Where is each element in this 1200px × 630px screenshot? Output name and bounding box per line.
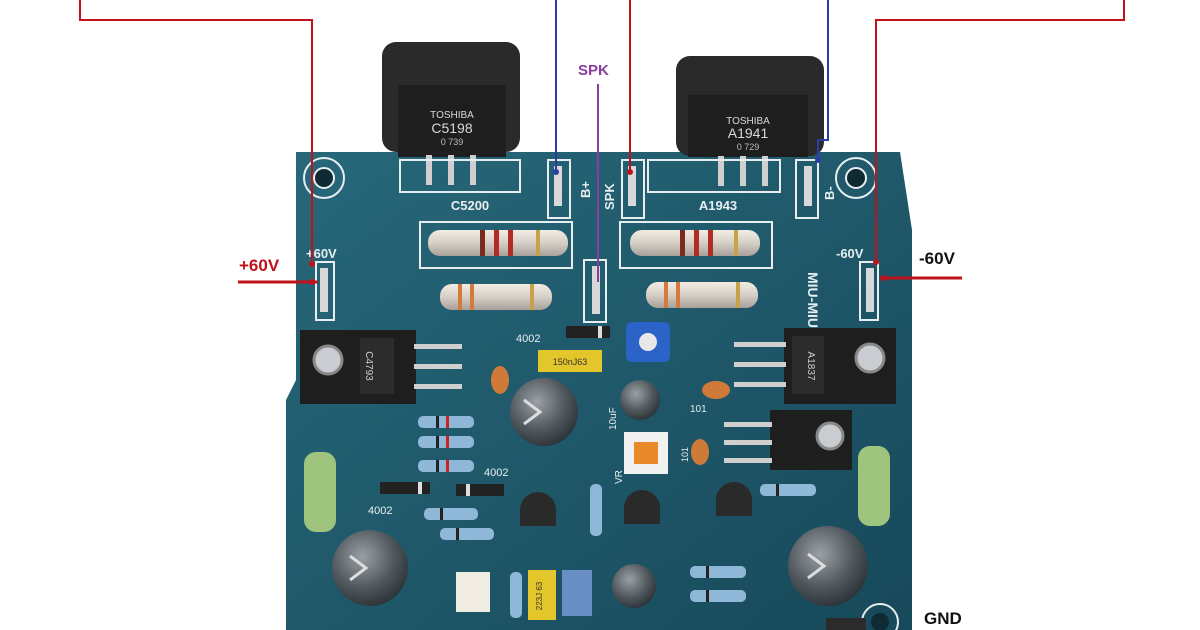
diode-1 [566, 326, 610, 338]
green-resistor-right [858, 446, 890, 526]
electrolytic-cap-2 [620, 380, 660, 420]
silk-outline-a1943 [647, 159, 781, 193]
silk-outline-b-plus [547, 159, 571, 219]
driver-transistor-left: C4793 [300, 330, 462, 404]
silk-minus-rail: -60V [836, 246, 864, 261]
silk-cap-101: 101 [690, 404, 707, 415]
film-cap-blue [562, 570, 592, 616]
transistor-a1941-code: 0 729 [737, 142, 760, 152]
film-cap-150n-label: 150nJ63 [553, 357, 588, 367]
ceramic-cap-2 [702, 381, 730, 399]
silk-outline-plus-rail [315, 261, 335, 321]
silk-b-plus: B+ [578, 181, 593, 198]
silk-outline-spk-mid [583, 259, 607, 323]
power-resistor-4 [646, 282, 758, 308]
wire-b-minus [817, 0, 829, 160]
silk-diode-3: 4002 [368, 505, 392, 517]
silk-diode-1: 4002 [516, 333, 540, 345]
pin-b-plus [554, 166, 562, 206]
wire-minus-to-rail [875, 0, 1125, 262]
silk-outline-b-minus [795, 159, 819, 219]
diode-3 [456, 484, 504, 496]
silk-b-minus: B- [822, 186, 837, 200]
electrolytic-cap-5 [612, 564, 656, 608]
electrolytic-cap-1 [510, 378, 578, 446]
silk-outline-spk [621, 159, 645, 219]
silk-c5200: C5200 [451, 198, 489, 213]
silk-outline-res-right [619, 221, 773, 269]
film-cap-150n: 150nJ63 [538, 350, 602, 372]
pin-spk-mid [592, 266, 600, 314]
wire-plus-to-rail [79, 0, 313, 264]
label-gnd: GND [924, 609, 962, 628]
silk-outline-minus-rail [859, 261, 879, 321]
power-resistor-2 [630, 230, 760, 256]
transistor-c5198: TOSHIBA C5198 0 739 [382, 42, 520, 185]
electrolytic-cap-4 [788, 526, 868, 606]
dot-spk [627, 169, 633, 175]
transistor-a1941: TOSHIBA A1941 0 729 [676, 56, 824, 186]
pin-plus-rail [320, 268, 328, 312]
dot-plus-1 [309, 261, 315, 267]
silk-brand: MIU-MIU [805, 272, 821, 328]
dot-b-minus [815, 157, 821, 163]
electrolytic-cap-3 [332, 530, 408, 606]
pin-spk [628, 166, 636, 206]
label-plus-60v: +60V [239, 256, 280, 275]
film-cap-223j-label: 223J 63 [535, 581, 544, 610]
label-minus-60v: -60V [919, 249, 955, 268]
driver-transistor-right-2 [724, 410, 852, 470]
silk-vr: VR [614, 470, 625, 484]
dot-plus-2 [309, 279, 315, 285]
gnd-terminal [826, 618, 866, 630]
silk-diode-2: 4002 [484, 467, 508, 479]
film-cap-223j: 223J 63 [528, 570, 556, 620]
pin-minus-rail [866, 268, 874, 312]
silk-cap-101b: 101 [680, 447, 690, 462]
transistor-c5198-brand: TOSHIBA [430, 110, 474, 121]
dot-minus-1 [873, 259, 879, 265]
silk-a1943: A1943 [699, 198, 737, 213]
ceramic-cap-3 [691, 439, 709, 465]
driver-transistor-right: A1837 [734, 328, 896, 404]
small-transistor-1 [520, 492, 556, 526]
driver-left-part: C4793 [363, 351, 374, 381]
driver-right-part: A1837 [805, 352, 816, 381]
ceramic-cap-1 [491, 366, 509, 394]
trimmer-blue [626, 322, 670, 362]
dot-b-plus [553, 169, 559, 175]
label-spk: SPK [578, 62, 609, 79]
mounting-hole-top-right [835, 157, 877, 199]
transistor-c5198-part: C5198 [431, 120, 472, 136]
diode-2 [380, 482, 430, 494]
silk-outline-res-left [419, 221, 573, 269]
dot-minus-2 [881, 275, 887, 281]
trimmer-orange [624, 432, 668, 474]
silk-plus-rail: +60V [306, 246, 337, 261]
pin-b-minus [804, 166, 812, 206]
green-resistor-left [304, 452, 336, 532]
silk-spk: SPK [602, 183, 617, 210]
transistor-a1941-brand: TOSHIBA [726, 116, 770, 127]
small-resistor-row [418, 416, 816, 618]
small-transistor-3 [716, 482, 752, 516]
mounting-hole-top-left [303, 157, 345, 199]
silk-10uf: 10uF [608, 407, 619, 430]
connector-jumper [456, 572, 490, 612]
transistor-c5198-code: 0 739 [441, 137, 464, 147]
silk-outline-c5200 [399, 159, 521, 193]
transistor-a1941-part: A1941 [728, 125, 769, 141]
power-resistor-1 [428, 230, 568, 256]
power-resistor-3 [440, 284, 552, 310]
small-transistor-2 [624, 490, 660, 524]
